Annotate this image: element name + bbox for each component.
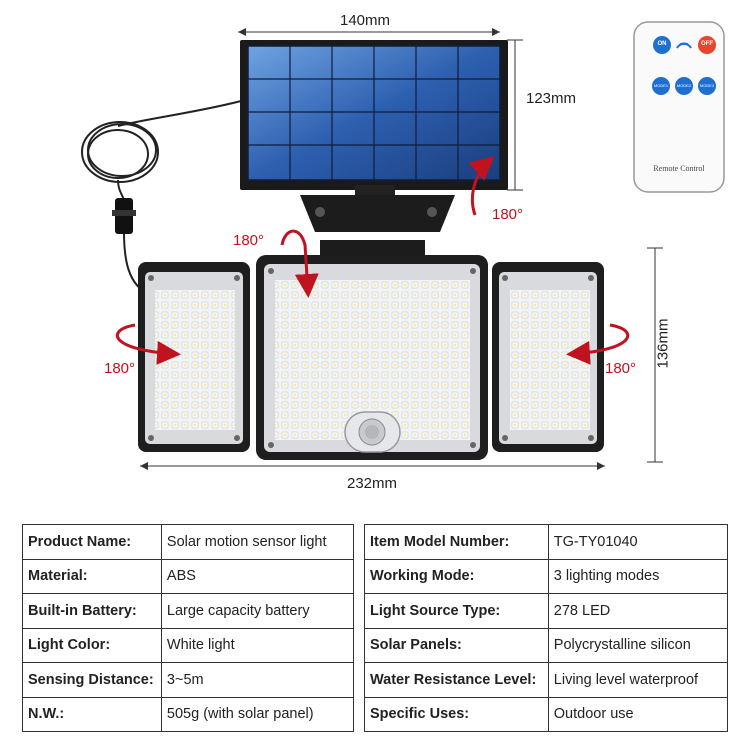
table-row: Material:ABS <box>22 558 355 594</box>
spec-key: Water Resistance Level: <box>364 662 549 698</box>
spec-key: Light Source Type: <box>364 593 549 629</box>
remote-mode3-button <box>698 77 716 95</box>
table-row: Sensing Distance:3~5m <box>22 662 355 698</box>
center-rotation-arrow <box>280 229 319 298</box>
panel-height-label: 123mm <box>526 90 577 107</box>
spec-value: Polycrystalline silicon <box>547 627 729 663</box>
remote-mode3-label: MODE3 <box>699 83 715 88</box>
right-rotation-label: 180° <box>605 360 637 377</box>
product-illustration <box>81 21 725 470</box>
spec-table-right: Item Model Number:TG-TY01040 Working Mod… <box>364 524 729 732</box>
light-height-dimension <box>647 247 663 463</box>
spec-key: Material: <box>22 558 162 594</box>
spec-value: 3~5m <box>160 662 355 698</box>
remote-off-label: OFF <box>701 41 713 47</box>
panel-mount <box>300 185 455 232</box>
panel-width-label: 140mm <box>340 12 391 29</box>
table-row: Product Name:Solar motion sensor light <box>22 524 355 560</box>
spec-key: Built-in Battery: <box>22 593 162 629</box>
spec-value: Solar motion sensor light <box>160 524 355 560</box>
spec-value: 505g (with solar panel) <box>160 696 355 732</box>
right-rotation-arrow <box>566 323 630 365</box>
table-row: Item Model Number:TG-TY01040 <box>364 524 729 560</box>
table-row: Working Mode:3 lighting modes <box>364 558 729 594</box>
remote-on-label: ON <box>657 41 667 47</box>
spec-value: Large capacity battery <box>160 593 355 629</box>
spec-value: 278 LED <box>547 593 729 629</box>
left-rotation-label: 180° <box>104 360 136 377</box>
remote-mode1-label: MODE1 <box>653 83 669 88</box>
spec-value: Outdoor use <box>547 696 729 732</box>
spec-key: Specific Uses: <box>364 696 549 732</box>
table-row: N.W.:505g (with solar panel) <box>22 696 355 732</box>
table-row: Specific Uses:Outdoor use <box>364 696 729 732</box>
spec-key: Item Model Number: <box>364 524 549 560</box>
table-row: Light Color:White light <box>22 627 355 663</box>
left-rotation-arrow <box>115 323 181 365</box>
spec-key: Working Mode: <box>364 558 549 594</box>
spec-value: ABS <box>160 558 355 594</box>
table-row: Solar Panels:Polycrystalline silicon <box>364 627 729 663</box>
light-width-label: 232mm <box>347 475 398 492</box>
solar-panel <box>240 40 508 190</box>
spec-value: 3 lighting modes <box>547 558 729 594</box>
light-width-dimension <box>140 462 605 470</box>
panel-rotation-label: 180° <box>492 206 524 223</box>
spec-key: N.W.: <box>22 696 162 732</box>
spec-key: Light Color: <box>22 627 162 663</box>
remote-mode2-button <box>675 77 693 95</box>
light-height-label: 136mm <box>654 318 672 369</box>
table-row: Built-in Battery:Large capacity battery <box>22 593 355 629</box>
panel-rotation-arrow <box>468 156 495 216</box>
table-row: Light Source Type:278 LED <box>364 593 729 629</box>
remote-control <box>633 21 725 193</box>
table-row: Water Resistance Level:Living level wate… <box>364 662 729 698</box>
right-light-head <box>492 262 604 452</box>
motion-sensor <box>344 411 401 453</box>
remote-on-button <box>653 36 671 54</box>
spec-key: Solar Panels: <box>364 627 549 663</box>
spec-value: Living level waterproof <box>547 662 729 698</box>
panel-width-dimension <box>238 28 500 36</box>
spec-value: White light <box>160 627 355 663</box>
left-light-head <box>138 262 250 452</box>
remote-caption: Remote Control <box>653 164 705 173</box>
spec-key: Sensing Distance: <box>22 662 162 698</box>
remote-mode1-button <box>652 77 670 95</box>
spec-key: Product Name: <box>22 524 162 560</box>
spec-table-left: Product Name:Solar motion sensor light M… <box>22 524 355 732</box>
remote-off-button <box>698 36 716 54</box>
panel-height-dimension <box>507 39 523 191</box>
remote-mode2-label: MODE2 <box>676 83 692 88</box>
center-rotation-label: 180° <box>233 232 265 249</box>
spec-value: TG-TY01040 <box>547 524 729 560</box>
cable-connector <box>112 198 136 234</box>
